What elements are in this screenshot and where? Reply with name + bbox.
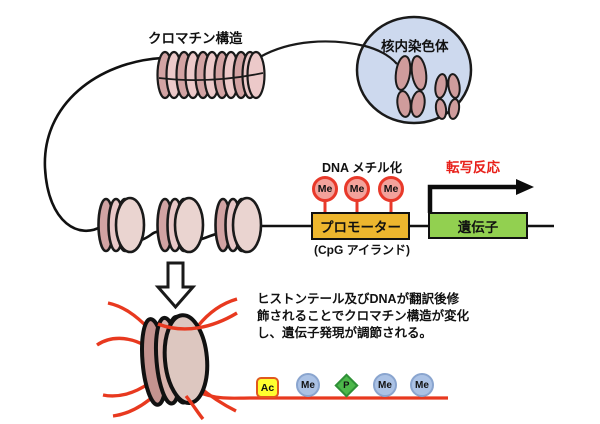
modified-dna-line [197,390,448,400]
down-arrow-icon [154,261,197,310]
description-line: ヒストンテール及びDNAが翻訳後修 [257,292,460,306]
transcription-label: 転写反応 [446,160,500,175]
description-line: し、遺伝子発現が調節される。 [257,326,433,340]
dna-methylation-label: DNA メチル化 [322,161,403,175]
transcription-arrow [427,179,534,213]
nucleosome-2 [156,196,205,254]
nuclear-chromosome-label: 核内染色体 [381,39,449,54]
chromatin-structure-label: クロマチン構造 [148,31,243,46]
methyl-mark: Me [378,176,404,202]
nucleosome-large [140,313,210,407]
description-line: 飾されることでクロマチン構造が変化 [257,309,470,323]
chromosome-small [434,73,461,120]
nucleosome-1 [97,196,146,254]
description-text: ヒストンテール及びDNAが翻訳後修 飾されることでクロマチン構造が変化 し、遺伝… [257,291,469,342]
cpg-island-label: (CpG アイランド) [313,243,411,257]
acetyl-mark: Ac [256,377,279,398]
gene-box: 遺伝子 [428,212,528,239]
methyl-mark: Me [344,176,370,202]
chromosome-large [394,55,428,118]
methyl-stems [323,200,393,214]
phospho-mark-label: P [343,380,350,391]
histone-tails-front [157,311,238,421]
nucleosome-3 [214,196,263,254]
promoter-box: プロモーター [311,212,410,240]
chromatin-coil [156,50,266,100]
methyl-mark-bottom: Me [373,373,397,397]
chromatin-to-chromosome-line [259,40,398,65]
methyl-mark: Me [312,176,338,202]
methyl-mark-bottom: Me [296,373,320,397]
methyl-mark-bottom: Me [410,373,434,397]
